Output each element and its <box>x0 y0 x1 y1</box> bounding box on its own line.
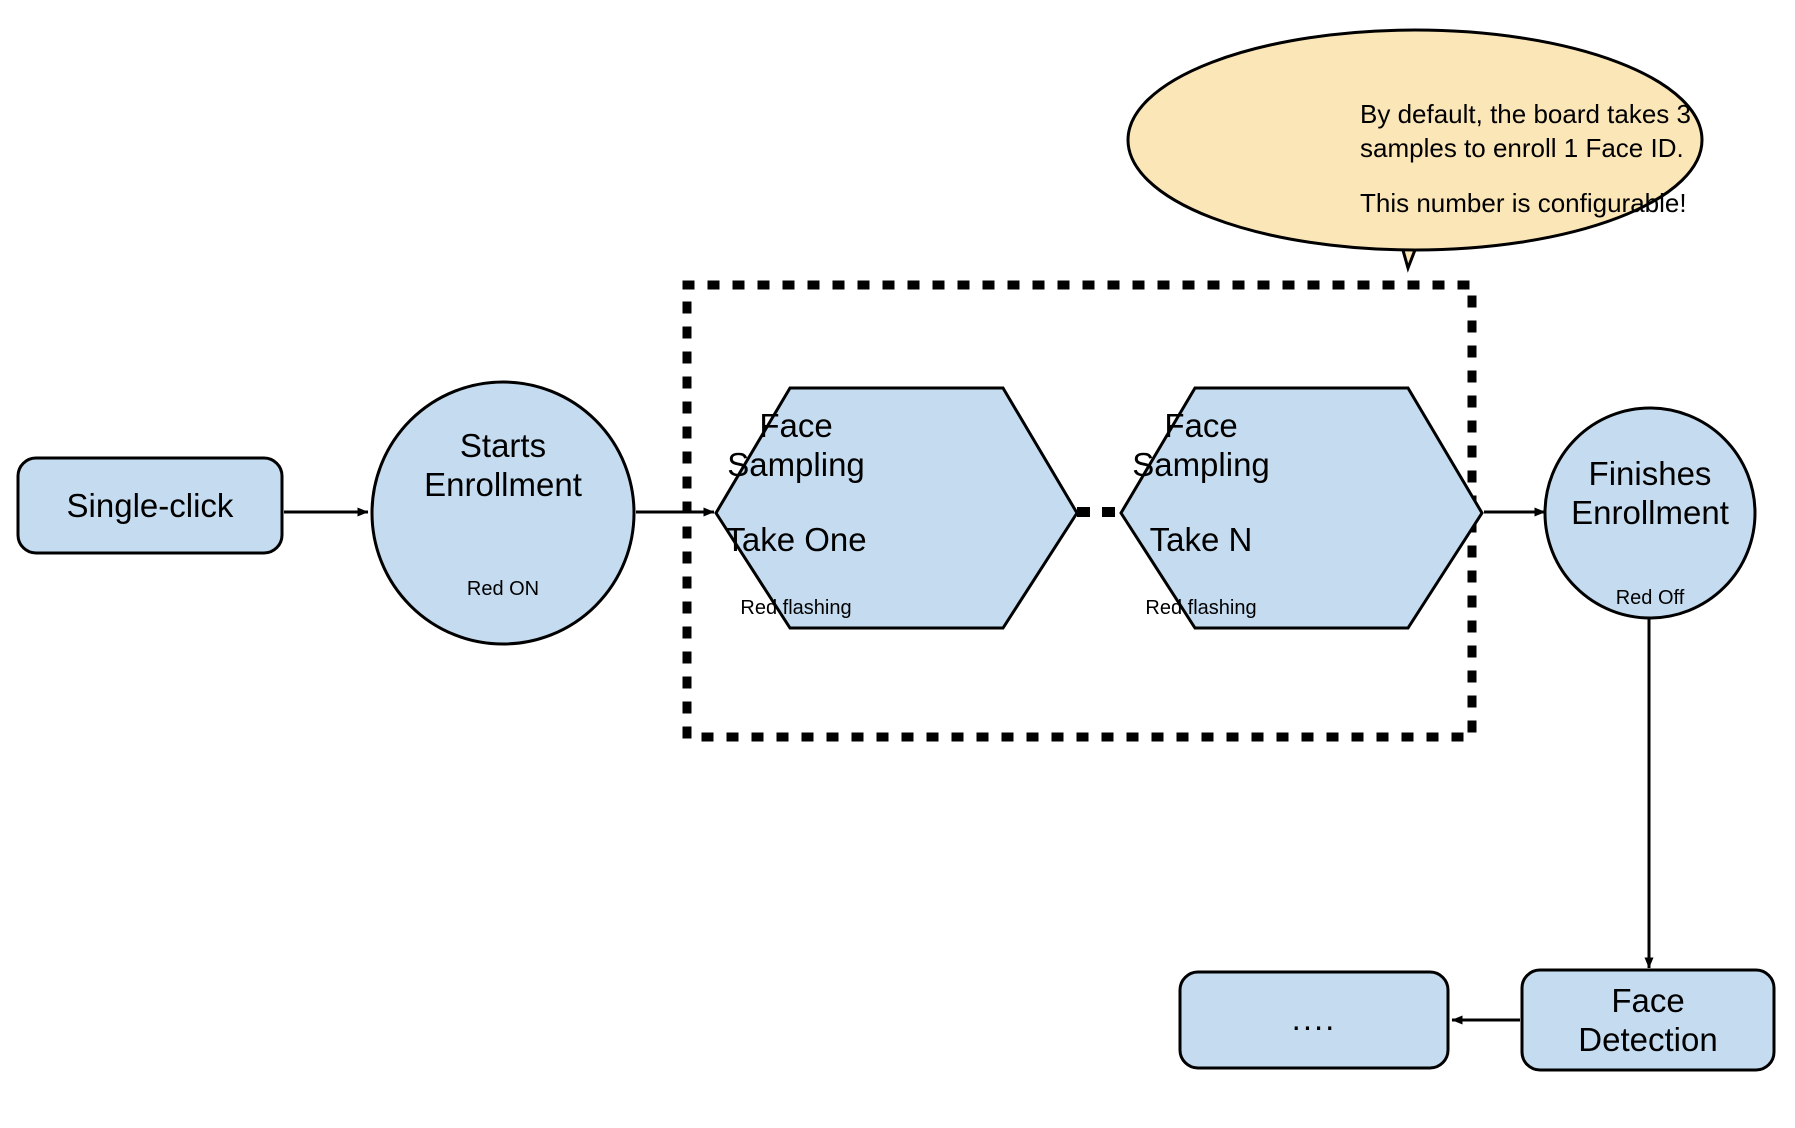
callout-bubble-shape <box>1126 28 1704 252</box>
node-single-click-shape <box>16 456 284 555</box>
node-face-detection-shape <box>1520 968 1776 1072</box>
node-continuation-shape <box>1178 970 1450 1070</box>
node-finishes-enrollment-shape <box>1543 406 1757 620</box>
node-face-sampling-one-shape <box>714 386 1079 630</box>
node-starts-enrollment-shape <box>370 380 636 646</box>
node-face-sampling-n-shape <box>1119 386 1484 630</box>
